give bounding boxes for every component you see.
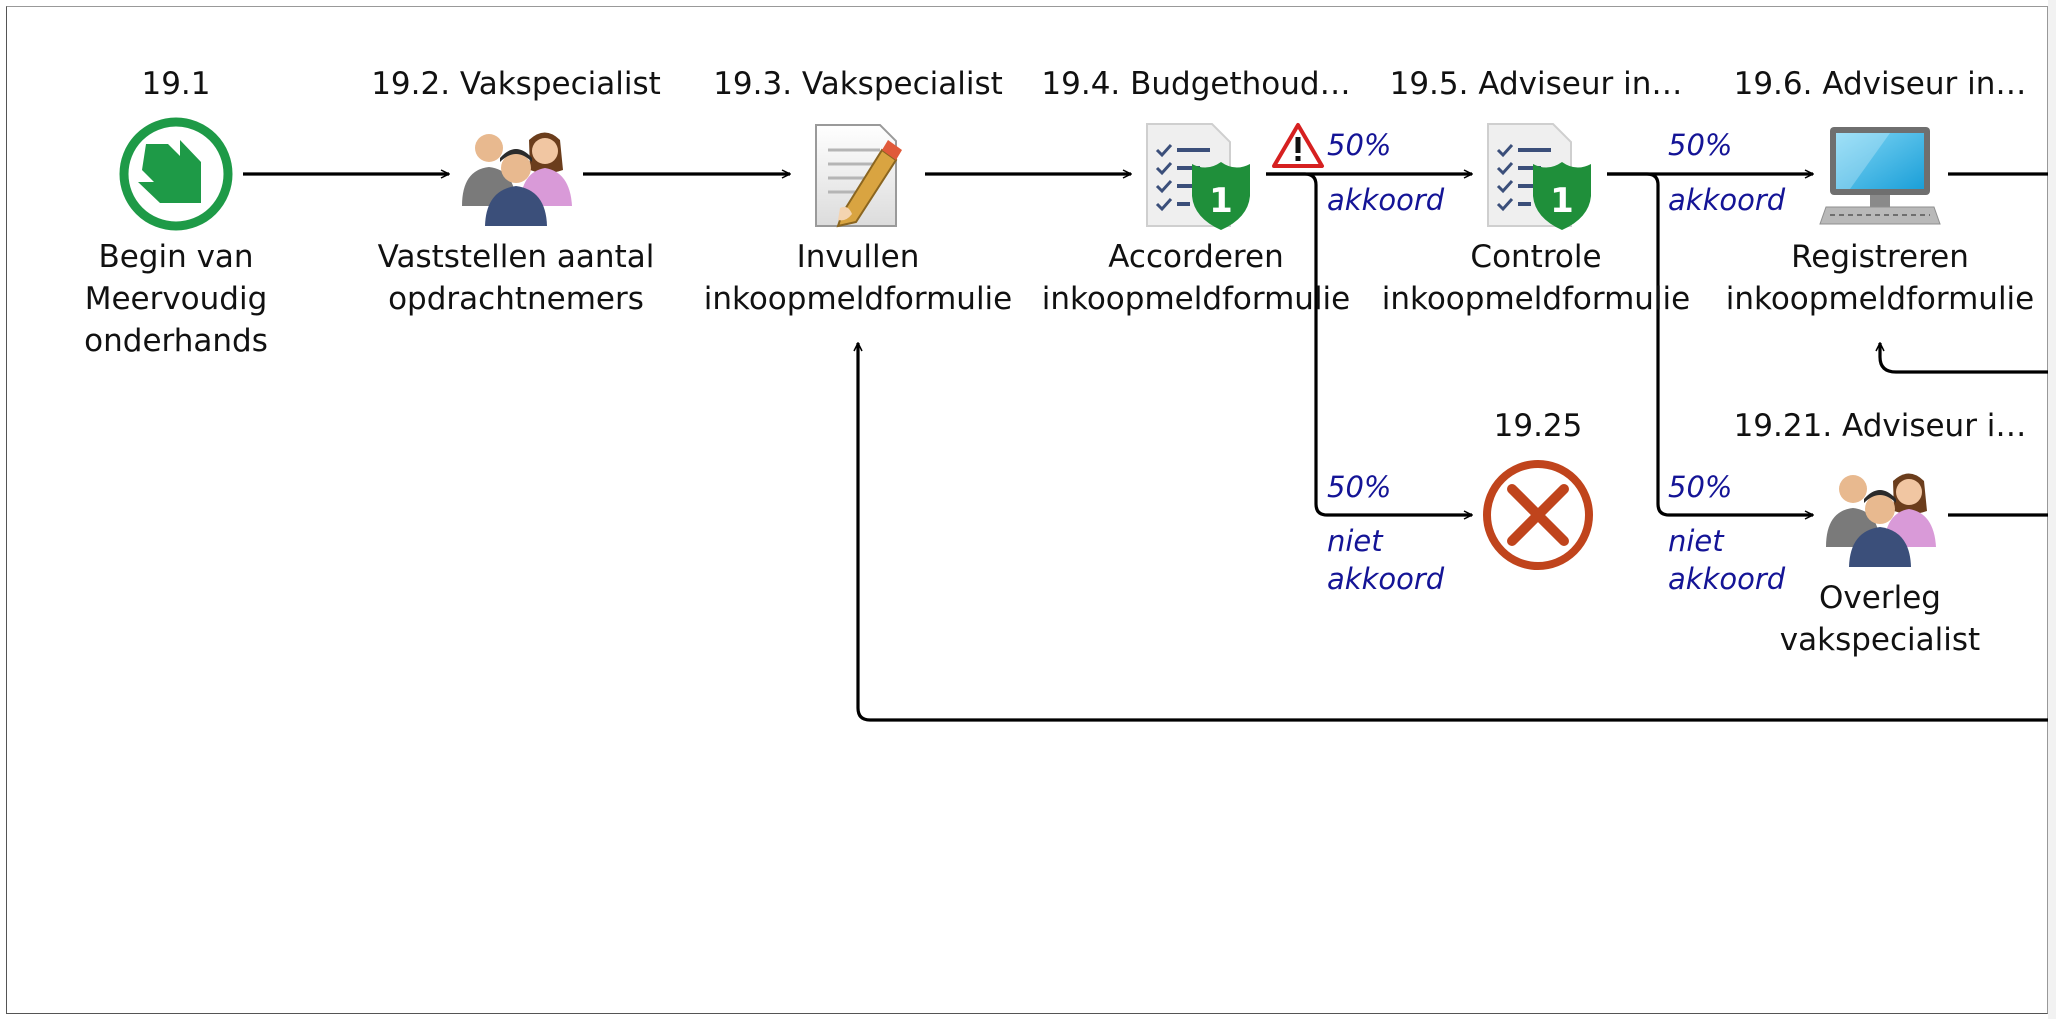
node-label-line: Controle xyxy=(1470,239,1601,275)
node-label-line: inkoopmeldformulie xyxy=(1042,281,1351,317)
node-number: 19.6. Adviseur in… xyxy=(1734,66,2027,102)
node-number: 19.4. Budgethoud… xyxy=(1041,66,1350,102)
node-number: 19.5. Adviseur in… xyxy=(1390,66,1683,102)
node-label-line: Invullen xyxy=(797,239,920,275)
edge-195-1921 xyxy=(1607,172,1813,515)
checklist-shield-icon: 1 xyxy=(1487,123,1591,230)
flow-label-niet-akkoord-19-5: 50% niet akkoord xyxy=(1668,470,1786,596)
node-label-line: onderhands xyxy=(84,323,268,359)
node-label-line: vakspecialist xyxy=(1780,622,1980,658)
flow-label-line: 50% xyxy=(1327,128,1391,162)
node-19-4[interactable]: 19.4. Budgethoud… 1 Accorderen inko xyxy=(1041,66,1350,317)
form-edit-icon xyxy=(815,124,902,228)
node-label-line: Overleg xyxy=(1819,580,1941,616)
node-number: 19.25 xyxy=(1494,408,1583,444)
flow-label-line: 50% xyxy=(1327,470,1391,504)
node-number: 19.1 xyxy=(141,66,210,102)
start-arrow-icon xyxy=(119,117,233,231)
node-number: 19.3. Vakspecialist xyxy=(713,66,1003,102)
flow-label-line: niet xyxy=(1327,524,1384,558)
node-number: 19.21. Adviseur i… xyxy=(1734,408,2027,444)
node-label-line: Meervoudig xyxy=(85,281,268,317)
node-19-5[interactable]: 19.5. Adviseur in… 1 Controle inkoopmeld… xyxy=(1382,66,1691,317)
flow-label-line: 50% xyxy=(1668,128,1732,162)
warning-icon xyxy=(1272,123,1324,168)
shield-badge: 1 xyxy=(1209,181,1233,221)
flow-label-akkoord-19-5: 50% akkoord xyxy=(1668,128,1786,217)
flow-label-line: akkoord xyxy=(1668,562,1786,596)
node-19-25[interactable]: 19.25 xyxy=(1483,408,1593,570)
end-cancel-icon xyxy=(1483,460,1593,570)
shield-badge: 1 xyxy=(1550,181,1574,221)
node-label-line: Vaststellen aantal xyxy=(378,239,655,275)
node-label-line: inkoopmeldformulie xyxy=(1382,281,1691,317)
flow-label-line: akkoord xyxy=(1327,183,1445,217)
node-label-line: Begin van xyxy=(98,239,253,275)
people-group-icon xyxy=(1826,473,1936,567)
flow-label-niet-akkoord-19-4: 50% niet akkoord xyxy=(1327,470,1445,596)
node-19-6[interactable]: 19.6. Adviseur in… Registreren inkoopmel… xyxy=(1726,66,2035,317)
flow-label-line: 50% xyxy=(1668,470,1732,504)
node-19-2[interactable]: 19.2. Vakspecialist Vaststellen aantal o… xyxy=(371,66,661,317)
edge-194-1925 xyxy=(1266,172,1472,515)
node-19-1[interactable]: 19.1 Begin van Meervoudig onderhands xyxy=(84,66,268,359)
node-label-line: inkoopmeldformulie xyxy=(1726,281,2035,317)
canvas-frame xyxy=(6,6,2048,1014)
checklist-shield-icon: 1 xyxy=(1146,123,1250,230)
edges xyxy=(243,172,2048,722)
node-label-line: Accorderen xyxy=(1108,239,1283,275)
computer-monitor-icon xyxy=(1819,127,1941,225)
node-label-line: Registreren xyxy=(1791,239,1969,275)
node-19-3[interactable]: 19.3. Vakspecialist Invullen inkoopmeldf… xyxy=(704,66,1013,317)
flow-label-akkoord-19-4: 50% akkoord xyxy=(1327,128,1445,217)
node-label-line: opdrachtnemers xyxy=(388,281,644,317)
people-group-icon xyxy=(462,132,572,226)
edge-return-193 xyxy=(858,343,2048,722)
node-number: 19.2. Vakspecialist xyxy=(371,66,661,102)
flow-label-line: niet xyxy=(1668,524,1725,558)
flow-label-line: akkoord xyxy=(1668,183,1786,217)
flow-label-line: akkoord xyxy=(1327,562,1445,596)
edge-return-196 xyxy=(1880,343,2048,374)
scroll-edge xyxy=(2048,0,2056,1019)
node-label-line: inkoopmeldformulie xyxy=(704,281,1013,317)
node-19-21[interactable]: 19.21. Adviseur i… Overleg vakspecialist xyxy=(1734,408,2027,658)
